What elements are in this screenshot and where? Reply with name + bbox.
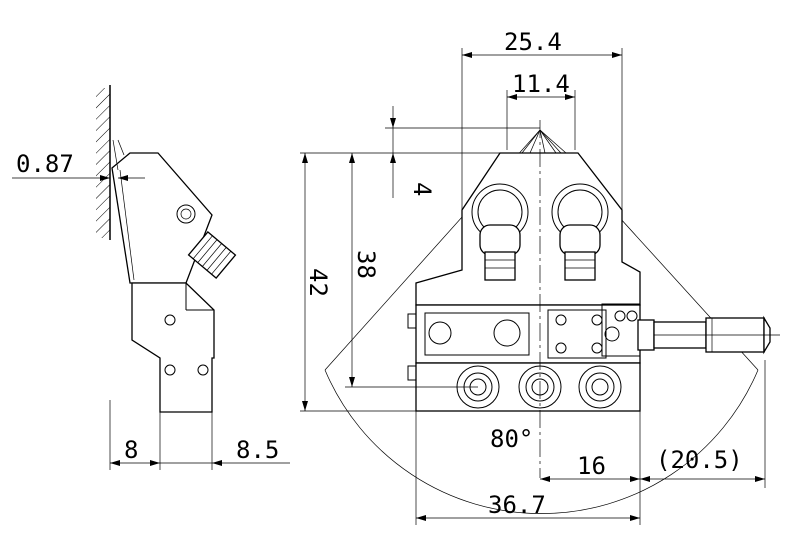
front-upper-housing: [415, 152, 641, 306]
dim-11-4: 11.4: [512, 70, 570, 98]
dim-20-5: (20.5): [656, 446, 743, 474]
dim-36-7: 36.7: [488, 491, 546, 519]
dim-80deg: 80°: [490, 425, 533, 453]
dim-4: 4: [408, 182, 436, 196]
dim-8-5: 8.5: [236, 436, 279, 464]
side-knob: [187, 231, 237, 279]
dim-38: 38: [352, 250, 380, 279]
dim-42: 42: [304, 268, 332, 297]
knob-left: [471, 183, 529, 281]
dim-8: 8: [124, 436, 138, 464]
dim-25-4: 25.4: [504, 28, 562, 56]
angle-arc: [324, 369, 759, 514]
front-view: 80°: [300, 28, 780, 525]
micrometer: [637, 315, 780, 355]
dim-0-87: 0.87: [16, 150, 74, 178]
side-view: 0.87 8 8.5: [12, 85, 290, 470]
side-bore: [176, 204, 196, 224]
dim-16: 16: [577, 452, 606, 480]
front-middle-plate: [415, 304, 641, 364]
side-tilted-block: [111, 152, 213, 284]
wall-hatch: [96, 88, 110, 238]
knob-right: [551, 183, 609, 281]
front-base: [415, 362, 641, 412]
side-lower-bracket: [131, 282, 215, 413]
